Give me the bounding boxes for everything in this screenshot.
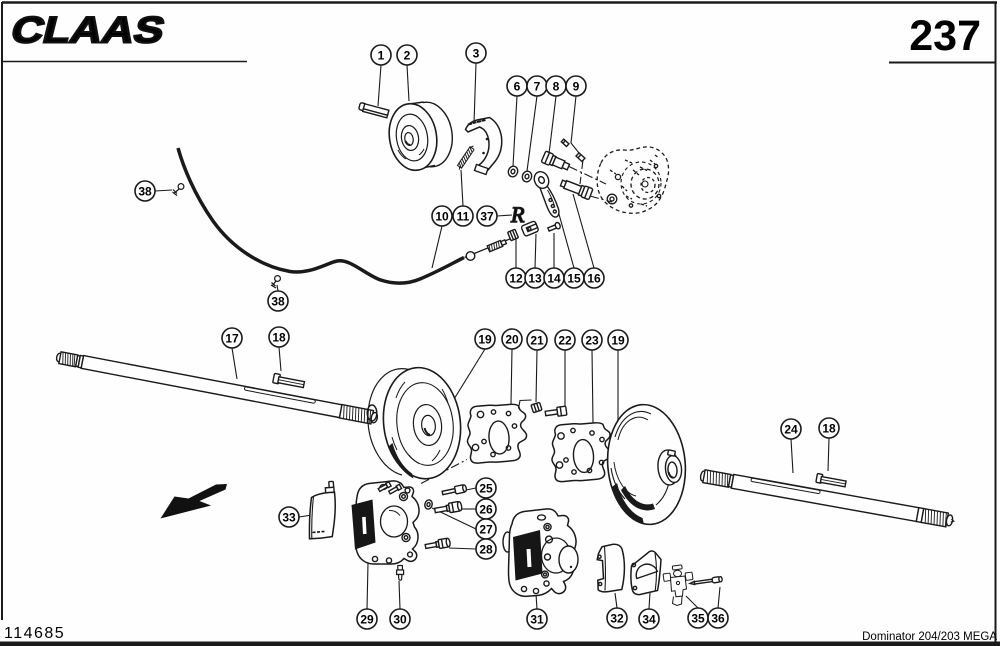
svg-text:36: 36 xyxy=(711,612,725,626)
svg-text:34: 34 xyxy=(642,613,656,627)
svg-text:R: R xyxy=(510,202,525,227)
svg-text:37: 37 xyxy=(480,210,494,224)
svg-text:33: 33 xyxy=(282,511,296,525)
svg-text:8: 8 xyxy=(553,80,560,94)
svg-text:22: 22 xyxy=(558,334,572,348)
svg-text:19: 19 xyxy=(611,334,625,348)
svg-text:15: 15 xyxy=(567,272,581,286)
svg-text:13: 13 xyxy=(528,272,542,286)
svg-text:11: 11 xyxy=(457,210,470,224)
svg-text:9: 9 xyxy=(573,80,580,94)
svg-text:3: 3 xyxy=(473,47,480,61)
svg-text:27: 27 xyxy=(479,523,493,537)
svg-text:18: 18 xyxy=(272,331,286,345)
svg-text:Dominator 204/203 MEGA: Dominator 204/203 MEGA xyxy=(862,631,997,643)
svg-text:7: 7 xyxy=(534,80,541,94)
svg-text:17: 17 xyxy=(225,332,239,346)
svg-text:28: 28 xyxy=(479,543,493,557)
svg-text:26: 26 xyxy=(479,503,493,517)
svg-text:10: 10 xyxy=(435,210,449,224)
svg-text:1: 1 xyxy=(378,49,385,63)
svg-text:114685: 114685 xyxy=(4,625,65,642)
svg-text:23: 23 xyxy=(585,334,599,348)
svg-text:12: 12 xyxy=(509,272,523,286)
svg-text:20: 20 xyxy=(505,333,519,347)
svg-text:38: 38 xyxy=(138,185,152,199)
svg-text:2: 2 xyxy=(404,49,411,63)
svg-text:21: 21 xyxy=(530,334,544,348)
svg-text:6: 6 xyxy=(514,80,521,94)
svg-text:25: 25 xyxy=(479,482,493,496)
svg-text:14: 14 xyxy=(547,272,561,286)
svg-text:16: 16 xyxy=(587,272,601,286)
svg-text:19: 19 xyxy=(478,333,492,347)
svg-text:237: 237 xyxy=(909,12,981,60)
svg-text:18: 18 xyxy=(822,422,836,436)
svg-text:CLAAS: CLAAS xyxy=(7,9,169,50)
svg-text:29: 29 xyxy=(360,613,374,627)
svg-text:24: 24 xyxy=(784,423,798,437)
svg-text:35: 35 xyxy=(691,612,705,626)
svg-text:31: 31 xyxy=(530,613,544,627)
svg-text:32: 32 xyxy=(610,612,624,626)
svg-text:30: 30 xyxy=(393,613,407,627)
svg-text:38: 38 xyxy=(271,295,285,309)
